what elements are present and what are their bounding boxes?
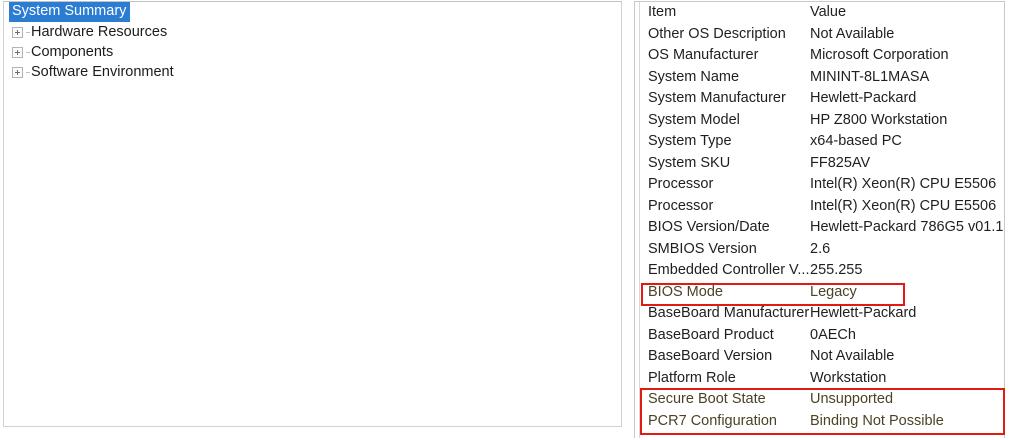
- detail-row[interactable]: PCR7 Configuration Binding Not Possible: [640, 411, 1004, 433]
- detail-row[interactable]: BaseBoard Product 0AECh: [640, 325, 1004, 347]
- detail-value-cell: Microsoft Corporation: [810, 47, 949, 63]
- column-header-value[interactable]: Value: [810, 4, 847, 20]
- tree-item-components[interactable]: Components: [4, 42, 621, 62]
- detail-value-cell: 0AECh: [810, 326, 856, 343]
- detail-value-cell: HP Z800 Workstation: [810, 111, 948, 128]
- tree-connector-line: [26, 51, 30, 53]
- detail-value-cell: Not Available: [810, 25, 895, 42]
- detail-row[interactable]: System SKU FF825AV: [640, 153, 1004, 175]
- detail-value-cell: MININT-8L1MASA: [810, 68, 930, 85]
- detail-row[interactable]: Processor Intel(R) Xeon(R) CPU E5506: [640, 174, 1004, 196]
- navigation-tree-panel[interactable]: System Summary Hardware Resources Compon…: [3, 1, 622, 427]
- tree-item-hardware-resources[interactable]: Hardware Resources: [4, 22, 621, 42]
- tree-item-components-label: Components: [31, 43, 114, 60]
- detail-item-cell: Processor: [648, 176, 714, 192]
- tree-connector-line: [26, 31, 30, 33]
- tree-item-software-environment[interactable]: Software Environment: [4, 62, 621, 82]
- detail-item-cell: System SKU: [648, 154, 731, 171]
- detail-row[interactable]: Secure Boot State Unsupported: [640, 389, 1004, 411]
- detail-item-cell: System Model: [648, 111, 740, 128]
- column-header-item[interactable]: Item: [648, 4, 677, 20]
- detail-row[interactable]: System Type x64-based PC: [640, 131, 1004, 153]
- detail-item-cell: Processor: [648, 197, 714, 214]
- detail-row[interactable]: Platform Role Workstation: [640, 368, 1004, 390]
- detail-value-cell: Unsupported: [810, 391, 894, 407]
- detail-item-cell: System Type: [648, 133, 732, 149]
- plus-box-icon[interactable]: [12, 46, 23, 58]
- detail-item-cell: BaseBoard Version: [648, 348, 773, 364]
- detail-value-cell: Hewlett-Packard: [810, 90, 917, 106]
- detail-row[interactable]: Processor Intel(R) Xeon(R) CPU E5506: [640, 196, 1004, 218]
- detail-value-cell: 2.6: [810, 240, 831, 257]
- detail-value-cell: Intel(R) Xeon(R) CPU E5506: [810, 176, 997, 192]
- detail-value-cell: Not Available: [810, 348, 895, 364]
- detail-item-cell: OS Manufacturer: [648, 47, 759, 63]
- detail-value-cell: Binding Not Possible: [810, 412, 944, 429]
- detail-item-cell: System Manufacturer: [648, 90, 786, 106]
- detail-value-cell: 255.255: [810, 262, 863, 278]
- detail-item-cell: SMBIOS Version: [648, 240, 757, 257]
- detail-item-cell: PCR7 Configuration: [648, 412, 777, 429]
- detail-value-cell: Intel(R) Xeon(R) CPU E5506: [810, 197, 997, 214]
- detail-item-cell: Other OS Description: [648, 25, 786, 42]
- detail-row[interactable]: SMBIOS Version 2.6: [640, 239, 1004, 261]
- detail-value-cell: Hewlett-Packard: [810, 305, 917, 321]
- detail-row[interactable]: System Name MININT-8L1MASA: [640, 67, 1004, 89]
- detail-row[interactable]: System Manufacturer Hewlett-Packard: [640, 88, 1004, 110]
- detail-value-cell: FF825AV: [810, 154, 871, 171]
- detail-item-cell: BIOS Mode: [648, 283, 723, 300]
- detail-item-cell: Platform Role: [648, 369, 736, 386]
- detail-item-cell: System Name: [648, 68, 740, 85]
- tree-item-hardware-resources-label: Hardware Resources: [31, 23, 168, 40]
- tree-connector-line: [26, 71, 30, 73]
- detail-value-cell: Legacy: [810, 283, 857, 300]
- detail-item-cell: BaseBoard Manufacturer: [648, 305, 810, 321]
- detail-item-cell: Embedded Controller V...: [648, 262, 810, 278]
- detail-item-cell: Secure Boot State: [648, 391, 766, 407]
- detail-row[interactable]: Other OS Description Not Available: [640, 24, 1004, 46]
- detail-value-cell: Hewlett-Packard 786G5 v01.17, 8/: [810, 219, 1004, 235]
- detail-row[interactable]: BIOS Mode Legacy: [640, 282, 1004, 304]
- detail-row[interactable]: BaseBoard Version Not Available: [640, 346, 1004, 368]
- plus-box-icon[interactable]: [12, 26, 23, 38]
- detail-value-cell: x64-based PC: [810, 133, 902, 149]
- detail-row[interactable]: BIOS Version/Date Hewlett-Packard 786G5 v…: [640, 217, 1004, 239]
- plus-box-icon[interactable]: [12, 66, 23, 78]
- tree-item-system-summary[interactable]: System Summary: [4, 2, 621, 22]
- detail-item-cell: BaseBoard Product: [648, 326, 774, 343]
- detail-item-cell: BIOS Version/Date: [648, 219, 770, 235]
- detail-row[interactable]: OS Manufacturer Microsoft Corporation: [640, 45, 1004, 67]
- tree-item-system-summary-label: System Summary: [9, 2, 131, 22]
- detail-value-cell: Workstation: [810, 369, 887, 386]
- detail-row[interactable]: Embedded Controller V...255.255: [640, 260, 1004, 282]
- tree-item-software-environment-label: Software Environment: [31, 63, 174, 80]
- detail-column-header-row[interactable]: Item Value: [640, 2, 1004, 24]
- detail-row[interactable]: System Model HP Z800 Workstation: [640, 110, 1004, 132]
